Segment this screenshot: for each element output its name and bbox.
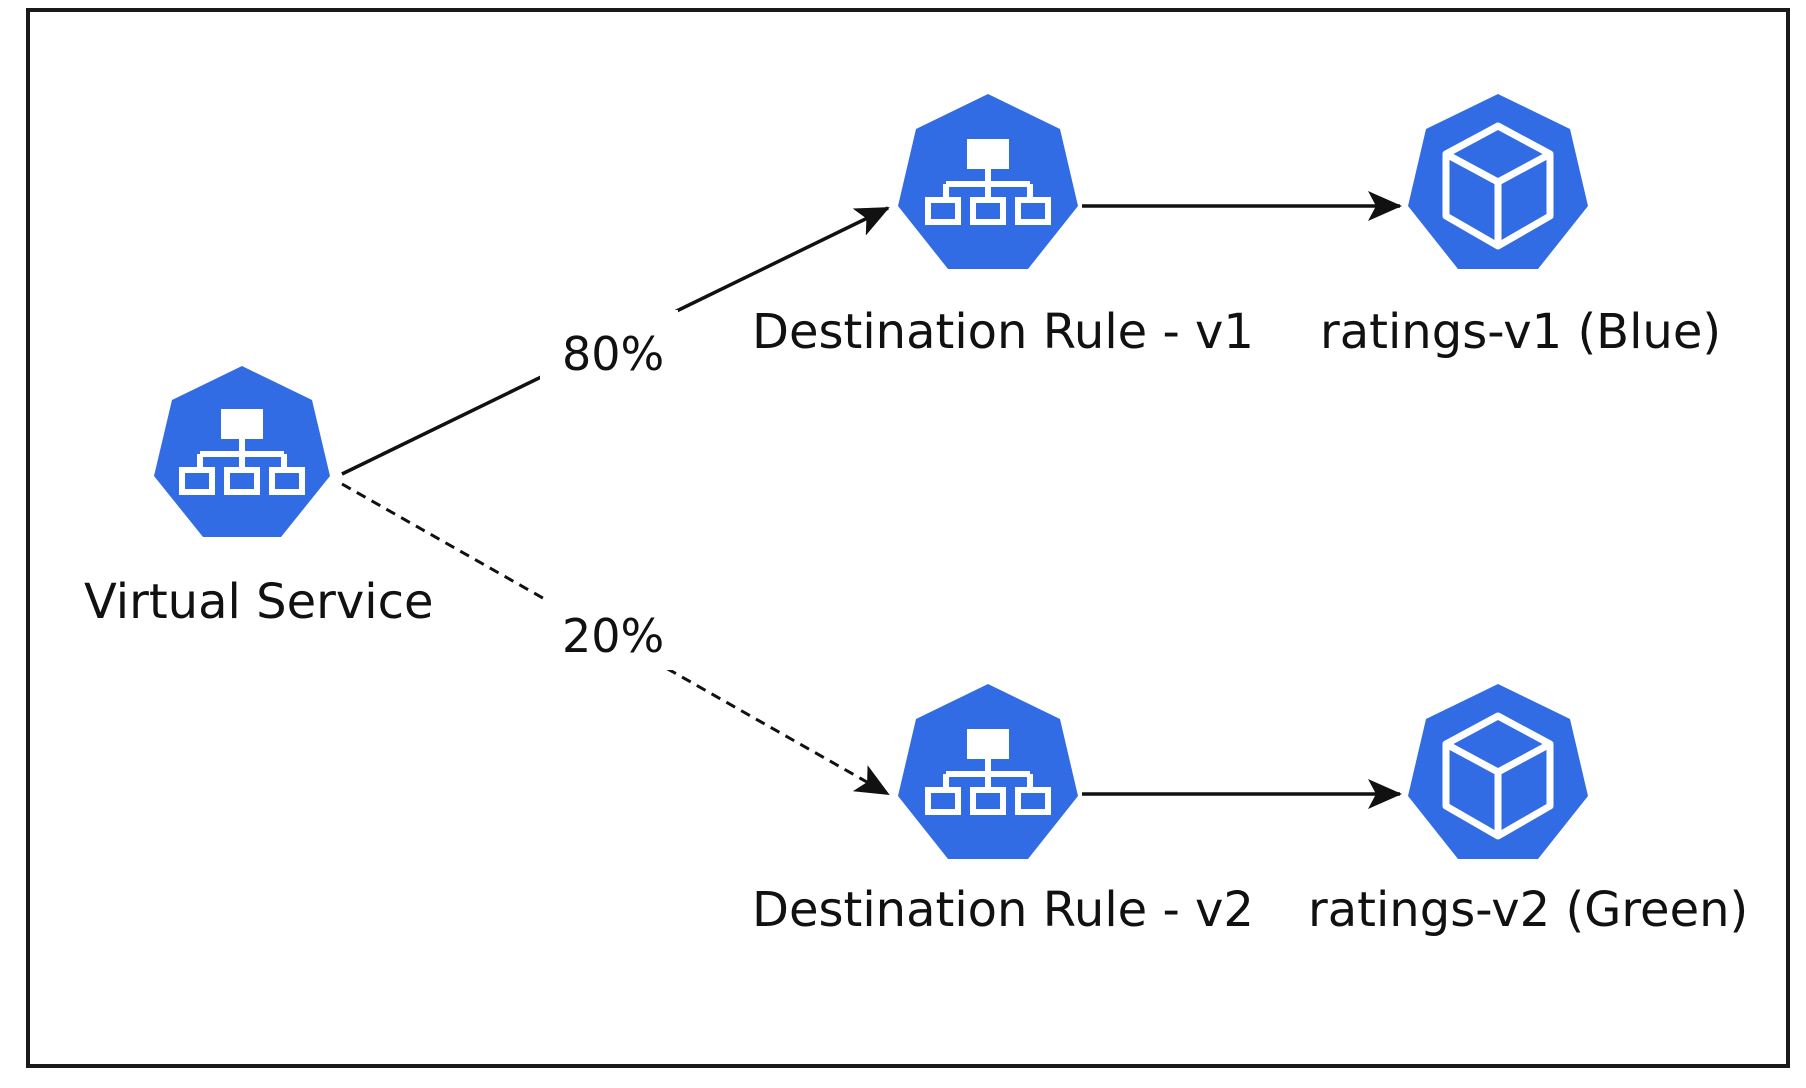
- label-ratings-v2: ratings-v2 (Green): [1308, 882, 1748, 938]
- diagram-frame: [26, 8, 1790, 1068]
- label-bg-20: [540, 600, 678, 670]
- label-bg-80: [540, 310, 678, 390]
- label-destination-rule-v2: Destination Rule - v2: [752, 882, 1254, 938]
- network-hierarchy-icon: [179, 409, 305, 495]
- node-virtual-service: [154, 366, 330, 537]
- node-destination-rule-v2: [898, 684, 1078, 859]
- label-virtual-service: Virtual Service: [84, 574, 434, 630]
- cube-icon: [1442, 712, 1554, 840]
- network-hierarchy-icon: [925, 729, 1051, 815]
- network-hierarchy-icon: [925, 139, 1051, 225]
- label-ratings-v1: ratings-v1 (Blue): [1320, 304, 1721, 360]
- node-ratings-v2: [1408, 684, 1588, 859]
- cube-icon: [1442, 122, 1554, 250]
- label-destination-rule-v1: Destination Rule - v1: [752, 304, 1254, 360]
- node-ratings-v1: [1408, 94, 1588, 269]
- edge-label-80-percent: 80%: [562, 327, 664, 381]
- node-destination-rule-v1: [898, 94, 1078, 269]
- edge-label-20-percent: 20%: [562, 609, 664, 663]
